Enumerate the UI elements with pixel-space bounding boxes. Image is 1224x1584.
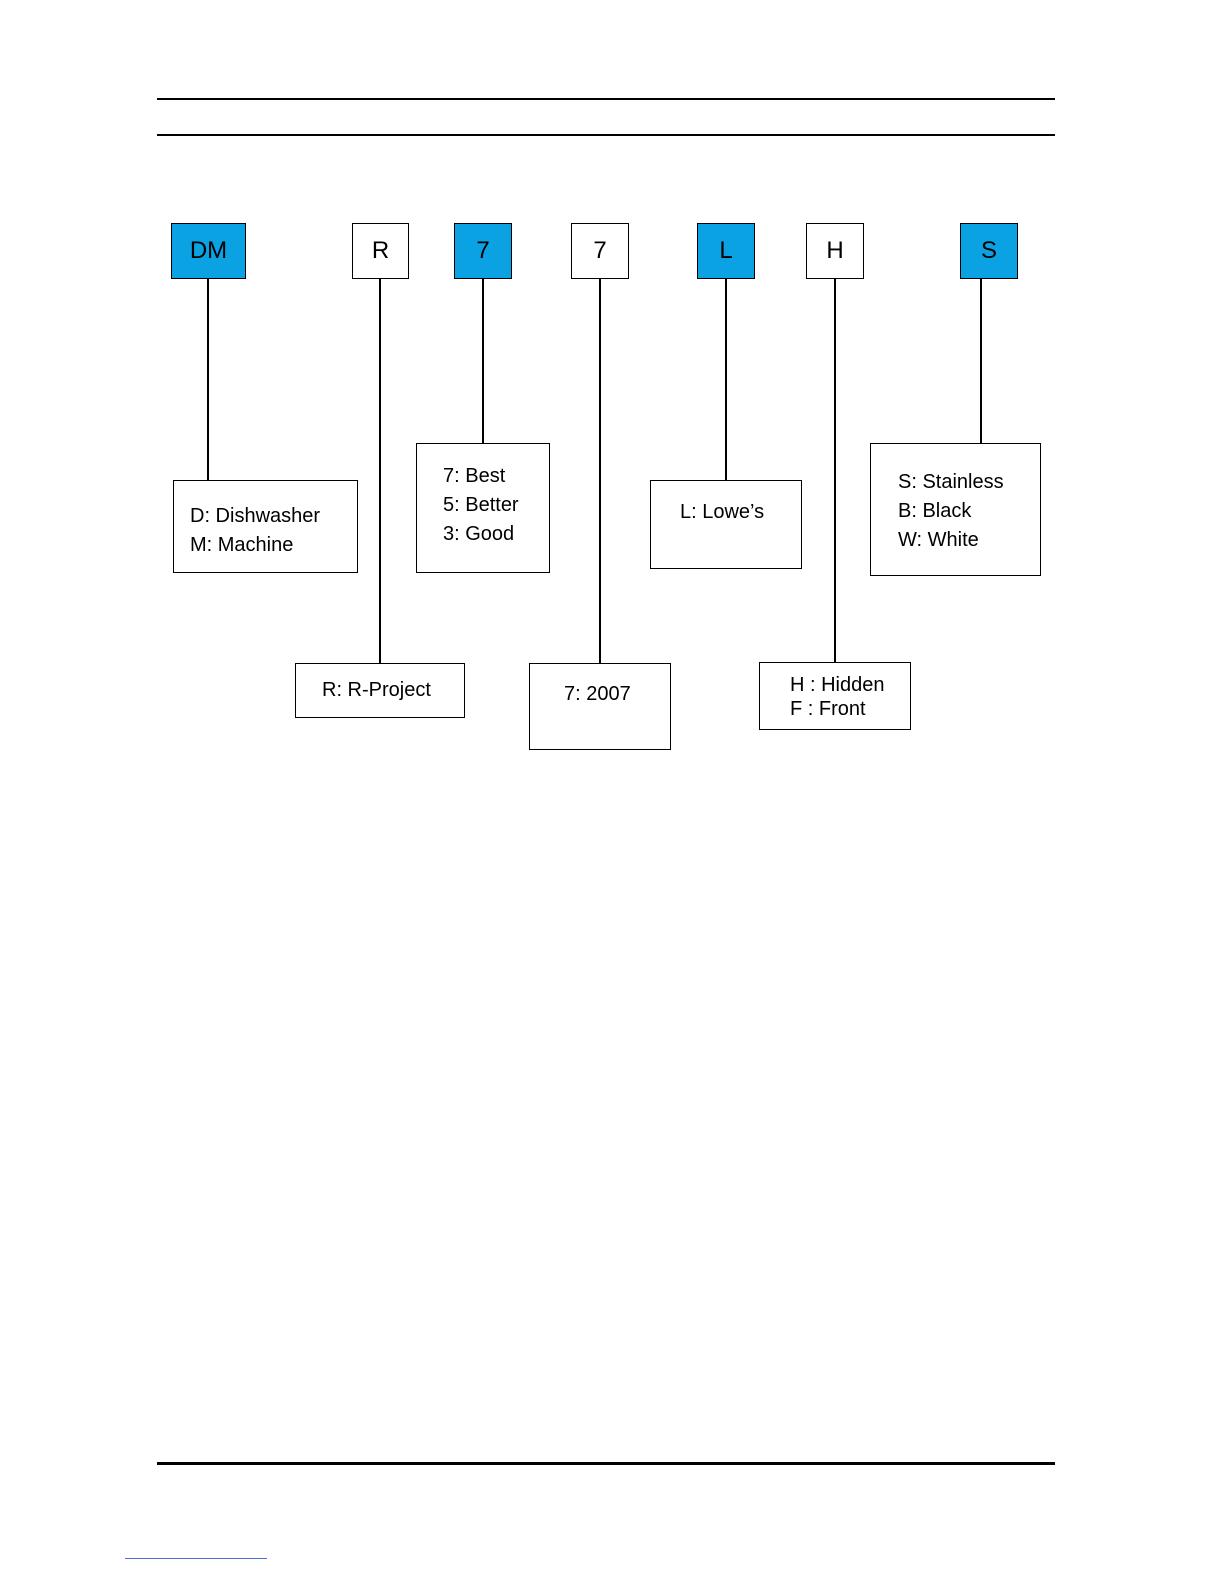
code-box-h: H xyxy=(806,223,864,279)
code-label-r: R xyxy=(372,237,389,265)
desc-box-dm: D: Dishwasher M: Machine xyxy=(173,480,358,573)
desc-box-7a: 7: Best 5: Better 3: Good xyxy=(416,443,550,573)
code-label-7a: 7 xyxy=(476,237,489,265)
desc-box-h: H : Hidden F : Front xyxy=(759,662,911,730)
header-rule-bottom xyxy=(157,134,1055,136)
desc-box-l: L: Lowe’s xyxy=(650,480,802,569)
code-label-s: S xyxy=(981,237,997,265)
connector-dm xyxy=(207,278,209,481)
code-label-7b: 7 xyxy=(593,237,606,265)
desc-line: H : Hidden xyxy=(790,673,910,697)
footer-rule xyxy=(157,1462,1055,1465)
footer-link-underline xyxy=(125,1558,267,1559)
desc-line: R: R-Project xyxy=(322,676,464,705)
desc-line: D: Dishwasher xyxy=(190,502,357,531)
connector-7a xyxy=(482,278,484,444)
desc-line: 7: Best xyxy=(443,462,549,491)
code-label-dm: DM xyxy=(190,237,227,265)
code-box-r: R xyxy=(352,223,409,279)
connector-7b xyxy=(599,278,601,665)
desc-line: 5: Better xyxy=(443,491,549,520)
desc-box-r: R: R-Project xyxy=(295,663,465,718)
desc-line: B: Black xyxy=(898,497,1040,526)
desc-line: 3: Good xyxy=(443,520,549,549)
code-box-l: L xyxy=(697,223,755,279)
code-box-7a: 7 xyxy=(454,223,512,279)
desc-box-7b: 7: 2007 xyxy=(529,663,671,750)
desc-line: W: White xyxy=(898,526,1040,555)
connector-r xyxy=(379,278,381,665)
code-label-h: H xyxy=(826,237,843,265)
code-box-s: S xyxy=(960,223,1018,279)
desc-line: 7: 2007 xyxy=(564,680,670,709)
code-box-7b: 7 xyxy=(571,223,629,279)
header-rule-top xyxy=(157,98,1055,100)
connector-s xyxy=(980,278,982,444)
desc-box-s: S: Stainless B: Black W: White xyxy=(870,443,1041,576)
desc-line: M: Machine xyxy=(190,531,357,560)
desc-line: L: Lowe’s xyxy=(680,498,801,527)
connector-l xyxy=(725,278,727,481)
code-label-l: L xyxy=(719,237,732,265)
code-box-dm: DM xyxy=(171,223,246,279)
desc-line: F : Front xyxy=(790,697,910,721)
desc-line: S: Stainless xyxy=(898,468,1040,497)
connector-h xyxy=(834,278,836,664)
